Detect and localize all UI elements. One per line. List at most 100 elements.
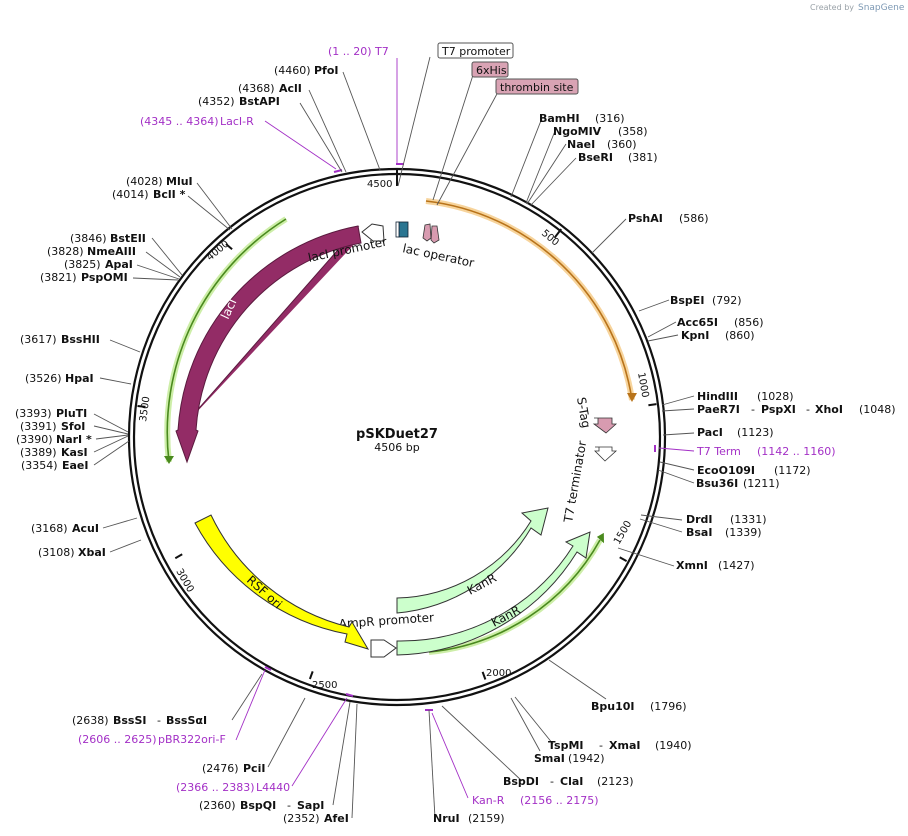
site-tspmi-pos: (1940) — [655, 739, 692, 752]
site-tspmi[interactable]: TspMI — [548, 739, 584, 752]
site-bsssai[interactable]: BssSαI — [166, 714, 207, 727]
primer-pbr322-range: (2606 .. 2625) — [78, 733, 157, 746]
ampR-promoter-feature[interactable] — [370, 639, 397, 658]
site-bcli[interactable]: BclI * — [153, 188, 186, 201]
thrombin-feature[interactable] — [430, 225, 440, 244]
site-ecoo109i[interactable]: EcoO109I — [697, 464, 755, 477]
site-bspdi[interactable]: BspDI — [503, 775, 539, 788]
site-bseri[interactable]: BseRI — [578, 151, 613, 164]
site-eaei-pos: (3354) — [21, 459, 58, 472]
his-tag-feature[interactable] — [422, 223, 432, 242]
site-kpni-pos: (860) — [725, 329, 755, 342]
his-tag-box[interactable] — [471, 61, 509, 78]
expression-arc — [425, 200, 633, 401]
his-tag-label: 6xHis — [476, 64, 507, 77]
t7-terminator-feature[interactable] — [594, 446, 618, 462]
site-bspei[interactable]: BspEI — [670, 294, 704, 307]
site-pspomi-pos: (3821) — [40, 271, 77, 284]
site-pfoi-pos: (4460) — [274, 64, 311, 77]
lacI-marker-arc — [166, 218, 287, 463]
site-pcii-pos: (2476) — [202, 762, 239, 775]
site-bspei-pos: (792) — [712, 294, 742, 307]
leader-lines — [93, 56, 695, 819]
site-nari[interactable]: NarI * — [56, 433, 92, 446]
site-sfoi[interactable]: SfoI — [61, 420, 85, 433]
site-pluti[interactable]: PluTI — [56, 407, 87, 420]
primer-t7-name[interactable]: T7 — [374, 45, 389, 58]
site-pfoi[interactable]: PfoI — [314, 64, 339, 77]
lac-operator-feature[interactable] — [398, 221, 409, 238]
site-pcii[interactable]: PciI — [243, 762, 265, 775]
tick-2500: 2500 — [312, 680, 337, 691]
site-acc65i[interactable]: Acc65I — [677, 316, 718, 329]
site-pspomi[interactable]: PspOMI — [81, 271, 128, 284]
site-xbai[interactable]: XbaI — [78, 546, 106, 559]
primer-laci-r-name[interactable]: LacI-R — [220, 115, 254, 128]
thrombin-box[interactable] — [495, 78, 579, 95]
lacI-arrow — [175, 225, 362, 464]
primer-t7term-name[interactable]: T7 Term — [696, 445, 741, 458]
site-mlui[interactable]: MluI — [166, 175, 193, 188]
site-acui-pos: (3168) — [31, 522, 68, 535]
primer-pbr322-name[interactable]: pBR322ori-F — [158, 733, 226, 746]
site-bstapi[interactable]: BstAPI — [239, 95, 280, 108]
kanR-feature-2[interactable] — [396, 531, 591, 656]
site-bsteii-pos: (3846) — [70, 232, 107, 245]
kanR-marker-arrowhead — [596, 532, 604, 544]
primer-l4440-range: (2366 .. 2383) — [176, 781, 255, 794]
site-acli[interactable]: AclI — [279, 82, 302, 95]
site-bsu36i-pos: (1211) — [743, 477, 780, 490]
site-bspdi-pos: (2123) — [597, 775, 634, 788]
lacI-promoter-feature[interactable] — [361, 223, 385, 242]
site-hindiii-pos: (1028) — [757, 390, 794, 403]
site-eaei[interactable]: EaeI — [62, 459, 89, 472]
site-kpni[interactable]: KpnI — [681, 329, 709, 342]
site-acui[interactable]: AcuI — [72, 522, 99, 535]
site-afei[interactable]: AfeI — [324, 812, 349, 825]
site-hpai[interactable]: HpaI — [65, 372, 94, 385]
site-naei[interactable]: NaeI — [567, 138, 595, 151]
site-kasi[interactable]: KasI — [61, 446, 88, 459]
site-apai[interactable]: ApaI — [105, 258, 133, 271]
site-xmai[interactable]: XmaI — [609, 739, 640, 752]
t7-promoter-box[interactable] — [437, 42, 514, 59]
site-pspxi[interactable]: PspXI — [761, 403, 796, 416]
site-clai[interactable]: ClaI — [560, 775, 583, 788]
site-paer7i[interactable]: PaeR7I — [697, 403, 740, 416]
site-paci[interactable]: PacI — [697, 426, 723, 439]
tick-3500: 3500 — [138, 396, 152, 423]
site-paer7i-pos: (1048) — [859, 403, 896, 416]
site-bspqi[interactable]: BspQI — [240, 799, 276, 812]
rsf-ori-feature[interactable] — [194, 514, 370, 650]
site-xmni[interactable]: XmnI — [676, 559, 708, 572]
site-sapi[interactable]: SapI — [297, 799, 324, 812]
site-pshai[interactable]: PshAI — [628, 212, 663, 225]
svg-text:-: - — [287, 799, 291, 812]
primer-l4440-name[interactable]: L4440 — [256, 781, 290, 794]
site-ngomiv-pos: (358) — [618, 125, 648, 138]
s-tag-feature[interactable] — [592, 417, 618, 434]
site-nmeaiii[interactable]: NmeAIII — [87, 245, 136, 258]
site-drdi[interactable]: DrdI — [686, 513, 713, 526]
site-bsssi[interactable]: BssSI — [113, 714, 147, 727]
site-smai[interactable]: SmaI — [534, 752, 565, 765]
kanR-feature-1[interactable] — [396, 507, 549, 614]
site-bsai[interactable]: BsaI — [686, 526, 712, 539]
rsf-ori-label: RSF ori — [244, 573, 285, 612]
site-paci-pos: (1123) — [737, 426, 774, 439]
site-xhoi[interactable]: XhoI — [815, 403, 843, 416]
site-ngomiv[interactable]: NgoMIV — [553, 125, 602, 138]
site-bsteii[interactable]: BstEII — [110, 232, 146, 245]
site-bpu10i[interactable]: Bpu10I — [591, 700, 635, 713]
primer-kan-r-name[interactable]: Kan-R — [472, 794, 505, 807]
site-bsshii[interactable]: BssHII — [61, 333, 100, 346]
ampR-promoter-label: AmpR promoter — [338, 610, 434, 631]
svg-text:-: - — [751, 403, 755, 416]
primer-kan-r-range: (2156 .. 2175) — [520, 794, 599, 807]
site-nrui[interactable]: NruI — [433, 812, 460, 825]
credit-brand[interactable]: SnapGene — [858, 3, 905, 13]
site-bsu36i[interactable]: Bsu36I — [696, 477, 738, 490]
site-hindiii[interactable]: HindIII — [697, 390, 738, 403]
site-bamhi[interactable]: BamHI — [539, 112, 580, 125]
